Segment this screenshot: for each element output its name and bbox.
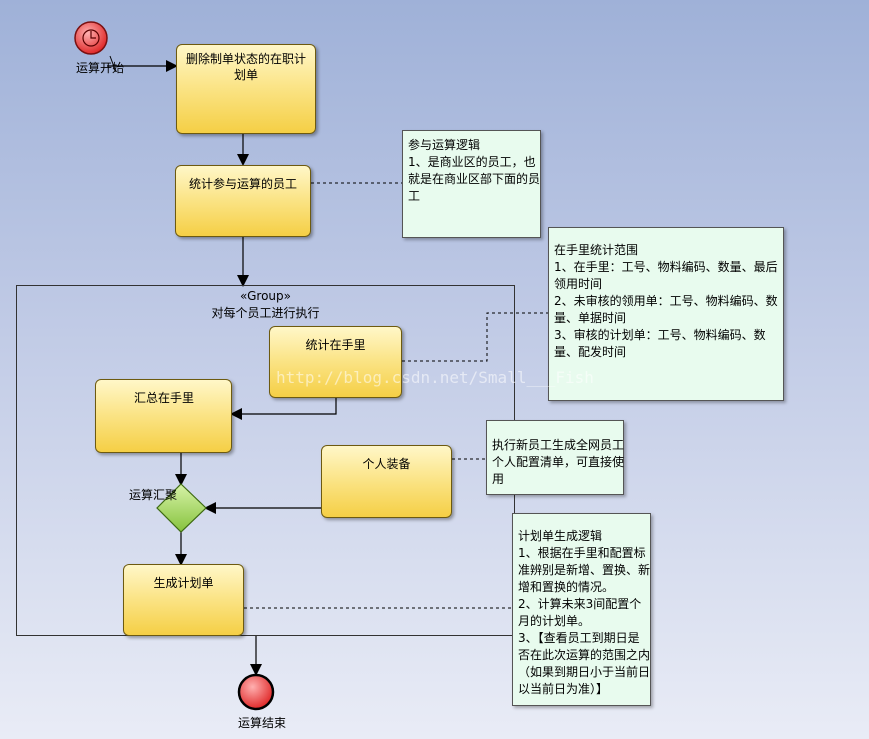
note-line: 1、根据在手里和配置标 [518,546,646,560]
activity-personal-equipment[interactable]: 个人装备 [321,445,452,518]
note-employee-logic[interactable]: 参与运算逻辑 1、是商业区的员工，也 就是在商业区部下面的员 工 [402,130,541,238]
note-line: 用 [492,472,505,486]
group-name: 对每个员工进行执行 [211,306,320,320]
note-new-employee[interactable]: 执行新员工生成全网员工 个人配置清单，可直接使 用 [486,420,624,495]
note-line: 3、【查看员工到期日是 [518,631,640,645]
note-on-hand-scope[interactable]: 在手里统计范围 1、在手里：工号、物料编码、数量、最后 领用时间 2、未审核的领… [548,227,784,401]
note-line: 执行新员工生成全网员工 [492,438,625,452]
note-line: 以当前日为准）】 [518,682,609,696]
note-line: 参与运算逻辑 [408,138,481,152]
note-line: 领用时间 [554,277,603,291]
activity-delete-plans[interactable]: 删除制单状态的在职计划单 [176,44,316,134]
note-line: 就是在商业区部下面的员 [408,172,541,186]
merge-decision [156,483,207,533]
note-line: （如果到期日小于当前日 [518,665,651,679]
end-node [237,673,275,711]
activity-sum-on-hand[interactable]: 汇总在手里 [95,379,232,453]
note-line: 在手里统计范围 [554,243,639,257]
watermark: http://blog.csdn.net/Small___Fish [276,368,594,387]
note-line: 工 [408,189,421,203]
start-node [74,21,108,55]
note-line: 增和置换的情况。 [518,580,615,594]
note-line: 量、配发时间 [554,345,627,359]
note-line: 1、是商业区的员工，也 [408,155,536,169]
note-line: 计划单生成逻辑 [518,529,603,543]
decision-label: 运算汇聚 [129,488,178,502]
activity-generate-plan[interactable]: 生成计划单 [123,564,244,636]
flow-stat-to-sum [230,398,337,420]
note-line: 1、在手里：工号、物料编码、数量、最后 [554,260,778,274]
note-line: 月的计划单。 [518,614,591,628]
note-link-stat [402,312,548,362]
note-line: 准辨别是新增、置换、新 [518,563,651,577]
note-line: 否在此次运算的范围之内 [518,648,651,662]
note-line: 3、审核的计划单：工号、物料编码、数 [554,328,766,342]
end-label: 运算结束 [238,716,287,730]
note-line: 个人配置清单，可直接使 [492,455,625,469]
note-plan-logic[interactable]: 计划单生成逻辑 1、根据在手里和配置标 准辨别是新增、置换、新 增和置换的情况。… [512,513,651,706]
activity-stat-on-hand[interactable]: 统计在手里 [269,326,402,398]
note-line: 量、单据时间 [554,311,627,325]
activity-count-employees[interactable]: 统计参与运算的员工 [175,165,311,237]
group-stereotype: «Group» [239,289,291,303]
note-line: 2、未审核的领用单：工号、物料编码、数 [554,294,778,308]
note-line: 2、计算未来3间配置个 [518,597,642,611]
start-label: 运算开始 [76,61,125,75]
